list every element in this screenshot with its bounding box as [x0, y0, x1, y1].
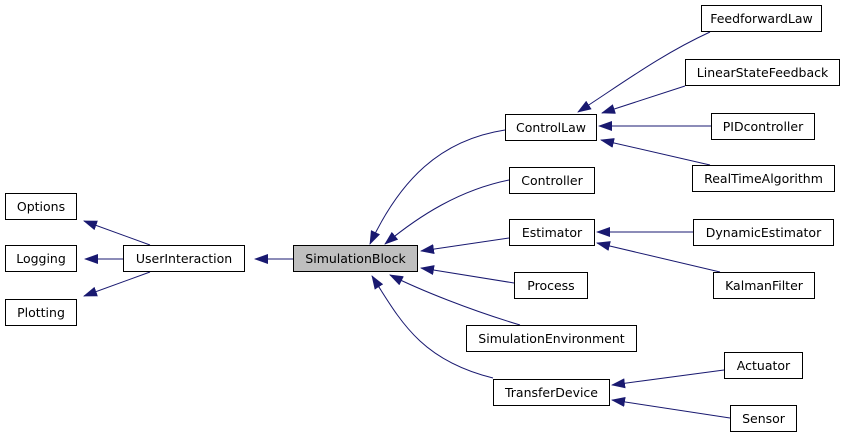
node-logging[interactable]: Logging	[5, 245, 77, 272]
edge-feedforwardlaw-to-controllaw	[577, 31, 711, 113]
edge-estimator-to-simulationblock	[420, 237, 510, 255]
node-sensor[interactable]: Sensor	[730, 405, 797, 432]
node-process[interactable]: Process	[514, 272, 588, 299]
edge-userinteraction-to-plotting	[83, 271, 151, 297]
node-estimator[interactable]: Estimator	[509, 219, 595, 246]
node-dynamicestimator[interactable]: DynamicEstimator	[693, 219, 834, 246]
edge-controller-to-simulationblock	[384, 179, 510, 245]
edge-linearstatefeedback-to-controllaw	[601, 85, 686, 114]
node-linearstatefeedback[interactable]: LinearStateFeedback	[685, 59, 840, 86]
node-actuator[interactable]: Actuator	[724, 352, 803, 379]
node-feedforwardlaw[interactable]: FeedforwardLaw	[701, 5, 822, 32]
edge-transferdevice-to-simulationblock	[371, 275, 494, 379]
node-plotting[interactable]: Plotting	[5, 299, 77, 326]
edge-simulationenvironment-to-simulationblock	[389, 274, 521, 326]
node-userinteraction[interactable]: UserInteraction	[123, 245, 245, 272]
node-controller[interactable]: Controller	[509, 167, 595, 194]
edge-sensor-to-transferdevice	[611, 397, 731, 419]
node-realtimealgorithm[interactable]: RealTimeAlgorithm	[692, 165, 835, 192]
node-simulationblock[interactable]: SimulationBlock	[293, 245, 418, 272]
node-simulationenvironment[interactable]: SimulationEnvironment	[466, 325, 637, 352]
node-pidcontroller[interactable]: PIDcontroller	[711, 113, 815, 140]
edge-realtimealgorithm-to-controllaw	[600, 138, 711, 166]
node-kalmanfilter[interactable]: KalmanFilter	[713, 272, 815, 299]
edge-actuator-to-transferdevice	[611, 369, 725, 389]
node-controllaw[interactable]: ControlLaw	[505, 114, 597, 141]
edge-controllaw-to-simulationblock	[369, 129, 506, 245]
edge-userinteraction-to-options	[83, 220, 151, 246]
node-options[interactable]: Options	[5, 193, 77, 220]
edge-process-to-simulationblock	[420, 265, 515, 284]
node-transferdevice[interactable]: TransferDevice	[493, 379, 610, 406]
edge-kalmanfilter-to-estimator	[596, 241, 721, 273]
